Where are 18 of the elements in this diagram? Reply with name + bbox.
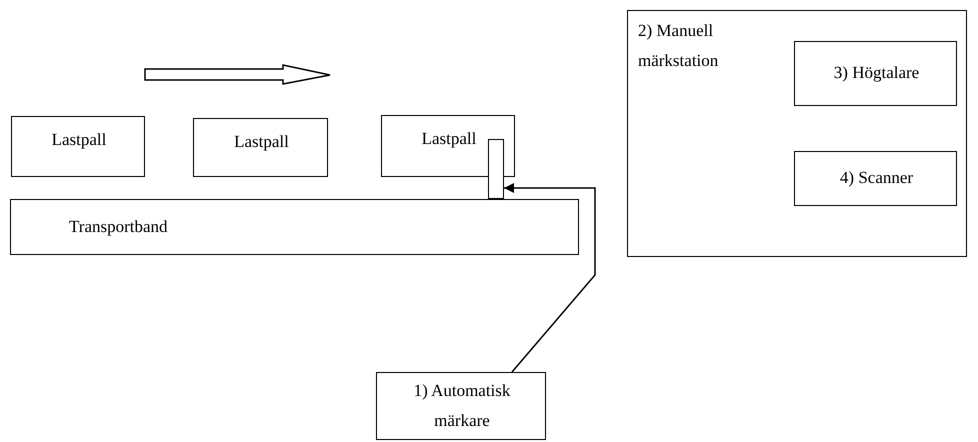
pallet-box: [381, 115, 515, 177]
node-label: 2) Manuell märkstation: [638, 20, 720, 72]
node-label: 1) Automatisk märkare: [412, 380, 512, 432]
scanner-box: [794, 151, 957, 206]
node-label: 4) Scanner: [838, 167, 914, 189]
node-label: 3) Högtalare: [832, 62, 920, 84]
speaker-box: [794, 41, 957, 106]
node-label: Lastpall: [420, 128, 478, 150]
node-label: Lastpall: [50, 129, 108, 151]
node-label: Transportband: [69, 216, 169, 238]
automatic-marker-box: [376, 372, 546, 440]
pallet-box: [11, 116, 145, 177]
pallet-box: [193, 118, 328, 177]
conveyor-band: [10, 199, 579, 255]
station-box: [627, 10, 967, 257]
arrow: [504, 183, 596, 372]
node-label: Lastpall: [233, 131, 290, 153]
marker-tag-box: [488, 139, 504, 199]
